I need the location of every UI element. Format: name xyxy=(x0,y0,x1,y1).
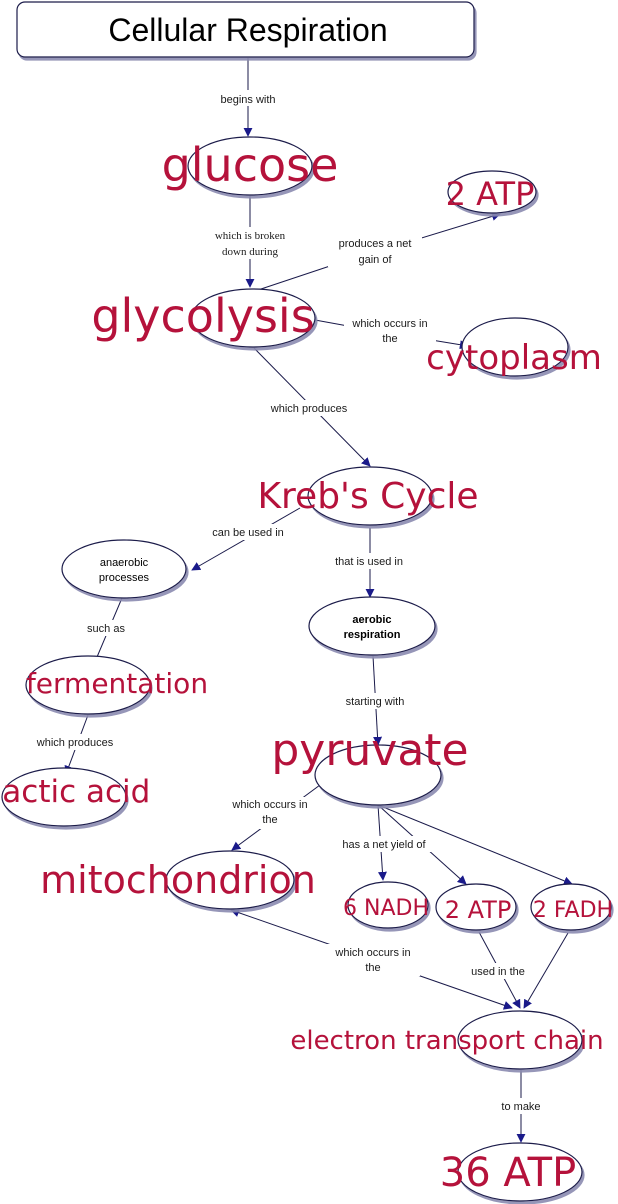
link-which-produces-2: which produces xyxy=(36,737,114,749)
link-to-make: to make xyxy=(501,1101,540,1113)
node-krebs: Kreb's Cycle xyxy=(257,466,479,526)
node-pyruvate: pyruvate xyxy=(271,725,469,806)
link-labels: begins with which is broken down during … xyxy=(28,90,548,1114)
link-occurs-in-2b: the xyxy=(262,814,277,826)
concept-glycolysis: glycolysis xyxy=(91,289,314,343)
link-occurs-in-2: which occurs in xyxy=(231,799,307,811)
concept-anaerobic-1: anaerobic xyxy=(100,557,149,569)
concept-cytoplasm: cytoplasm xyxy=(426,338,602,378)
link-that-is-used-in: that is used in xyxy=(335,556,403,568)
node-glucose: glucose xyxy=(162,136,339,196)
link-such-as: such as xyxy=(87,623,125,635)
concept-glucose: glucose xyxy=(162,138,339,192)
node-lactic: lactic acid xyxy=(0,767,150,827)
node-2atp-top: 2 ATP xyxy=(446,170,537,214)
concept-etc: electron transport chain xyxy=(290,1026,603,1056)
concept-2atp-mid: 2 ATP xyxy=(445,896,512,924)
link-net-yield: has a net yield of xyxy=(342,839,426,851)
link-broken-down-2: down during xyxy=(222,246,278,258)
link-begins-with: begins with xyxy=(220,94,275,106)
node-etc: electron transport chain xyxy=(290,1010,604,1070)
node-aerobic: aerobic respiration xyxy=(308,596,436,656)
edges xyxy=(64,58,573,1143)
node-fadh: 2 FADH xyxy=(530,883,613,931)
edge-fadh-etc xyxy=(523,932,569,1009)
concept-fadh: 2 FADH xyxy=(533,898,613,923)
link-occurs-in-3b: the xyxy=(365,962,380,974)
link-occurs-in-3: which occurs in xyxy=(334,947,410,959)
concept-aerobic-1: aerobic xyxy=(352,614,391,626)
node-glycolysis: glycolysis xyxy=(91,288,316,348)
link-which-produces: which produces xyxy=(270,403,348,415)
link-broken-down-1: which is broken xyxy=(215,230,286,242)
node-2atp-mid: 2 ATP xyxy=(435,883,517,931)
node-mitochondrion: mitochondrion xyxy=(40,850,316,910)
concept-anaerobic-2: processes xyxy=(99,572,150,584)
link-can-be-used-in: can be used in xyxy=(212,527,284,539)
title-node: Cellular Respiration xyxy=(16,1,475,58)
link-occurs-in-1: which occurs in xyxy=(351,318,427,330)
node-cytoplasm: cytoplasm xyxy=(426,317,602,378)
link-occurs-in-1b: the xyxy=(382,333,397,345)
concept-2atp-top: 2 ATP xyxy=(446,175,535,213)
edge-pyruvate-fadh xyxy=(377,804,573,886)
page-title: Cellular Respiration xyxy=(108,12,387,48)
concept-fermentation: fermentation xyxy=(26,667,208,700)
link-used-in-the: used in the xyxy=(471,966,525,978)
concept-lactic: lactic acid xyxy=(0,774,150,810)
node-fermentation: fermentation xyxy=(25,655,208,715)
concept-aerobic-2: respiration xyxy=(344,629,401,641)
concept-nadh: 6 NADH xyxy=(343,896,429,921)
link-starting-with: starting with xyxy=(346,696,405,708)
node-anaerobic: anaerobic processes xyxy=(61,539,187,599)
concept-mitochondrion: mitochondrion xyxy=(40,858,316,902)
node-36atp: 36 ATP xyxy=(440,1142,583,1202)
link-net-gain-2: gain of xyxy=(358,254,392,266)
concept-36atp: 36 ATP xyxy=(440,1150,576,1196)
concept-pyruvate: pyruvate xyxy=(271,725,468,776)
link-net-gain-1: produces a net xyxy=(339,238,412,250)
concept-krebs: Kreb's Cycle xyxy=(257,476,478,517)
node-nadh: 6 NADH xyxy=(343,881,429,929)
